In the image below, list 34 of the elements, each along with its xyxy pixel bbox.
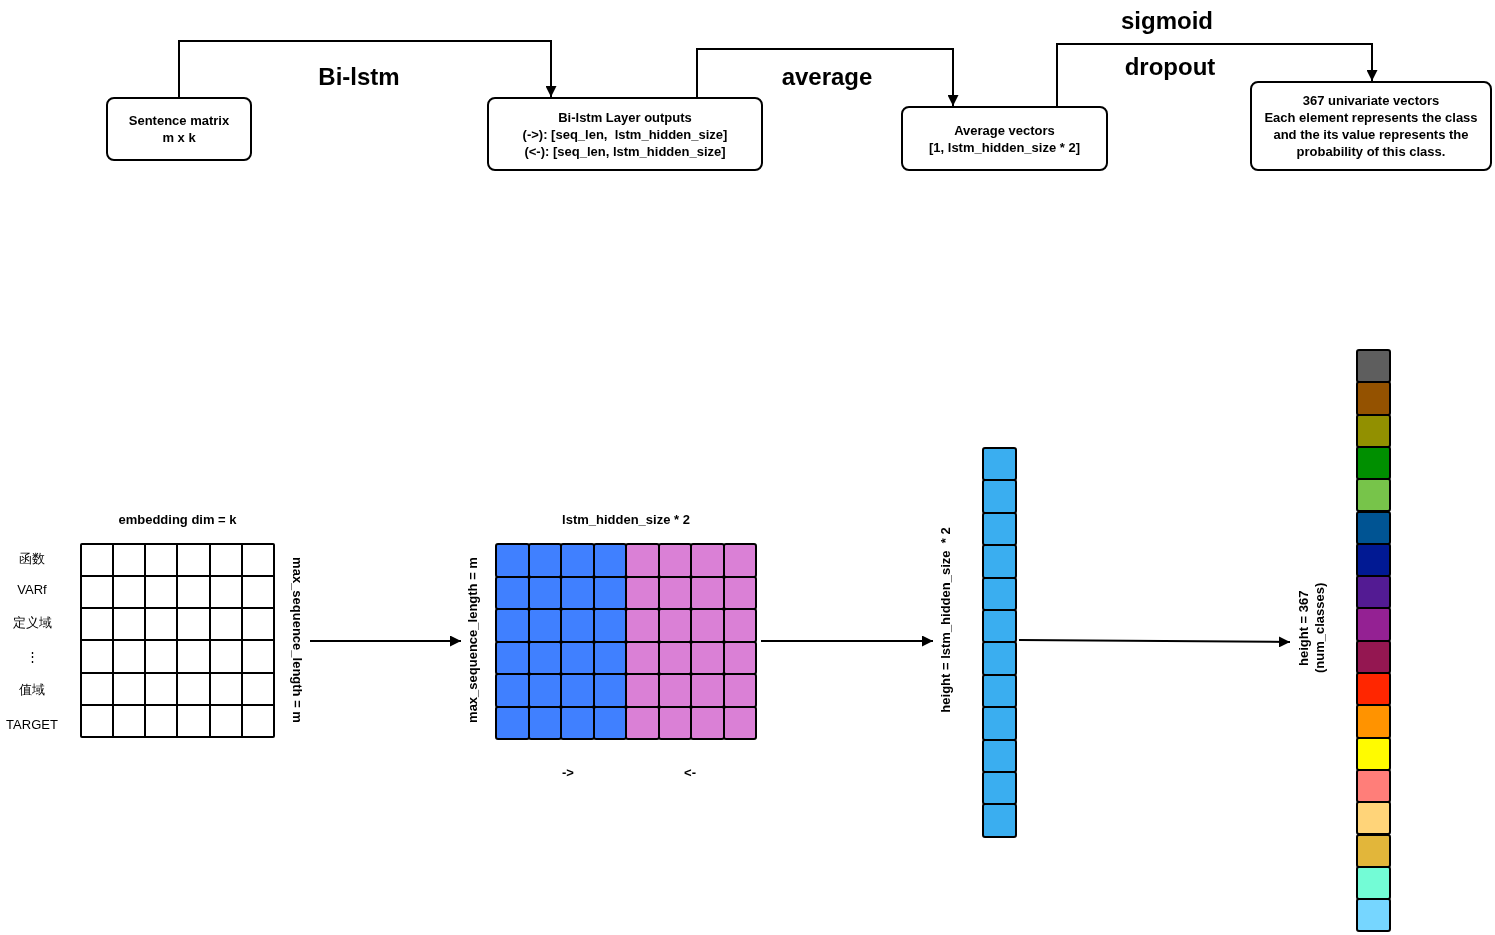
box-title: 367 univariate vectors [1302, 92, 1440, 109]
box-text: m x k [162, 129, 196, 146]
operation-label: sigmoid [1121, 7, 1213, 35]
box-title: Average vectors [954, 121, 1055, 139]
box-title: Sentence matrix [128, 112, 230, 129]
elbow-arrow [1056, 43, 1378, 107]
arrow [309, 635, 462, 647]
row-label: 值域 [19, 682, 45, 698]
box-text: Each element represents the class and the its value represents the probability of this class. [1263, 109, 1479, 160]
row-label: 定义域 [12, 615, 52, 631]
box-text: [1, lstm_hidden_size * 2] [929, 138, 1080, 156]
dimension-label: height = 367 (num_classes) [1296, 581, 1328, 676]
process-box [106, 97, 252, 161]
process-box [487, 97, 763, 171]
dimension-label: max_sequence_length = m [465, 557, 481, 723]
row-label: VARf [17, 582, 47, 598]
elbow-arrow [696, 48, 959, 107]
process-box [901, 106, 1108, 171]
arrow [1018, 636, 1291, 648]
dimension-label: max_sequence_length = m [289, 557, 305, 723]
process-box [1250, 81, 1492, 171]
row-label: ⋮ [25, 649, 39, 665]
box-title: Bi-lstm Layer outputs [558, 108, 692, 126]
direction-label: -> [562, 765, 574, 781]
direction-label: <- [684, 765, 696, 781]
box-text: (->): [seq_len, lstm_hidden_size] [522, 125, 728, 143]
row-label: 函数 [19, 551, 45, 567]
row-label: TARGET [6, 717, 58, 733]
elbow-arrow [178, 40, 557, 98]
dimension-label: embedding dim = k [118, 512, 237, 528]
box-text: (<-): [seq_len, lstm_hidden_size] [524, 142, 726, 160]
dimension-label: lstm_hidden_size * 2 [562, 512, 690, 528]
arrow [760, 635, 934, 647]
dimension-label: height = lstm_hidden_size * 2 [938, 527, 954, 713]
